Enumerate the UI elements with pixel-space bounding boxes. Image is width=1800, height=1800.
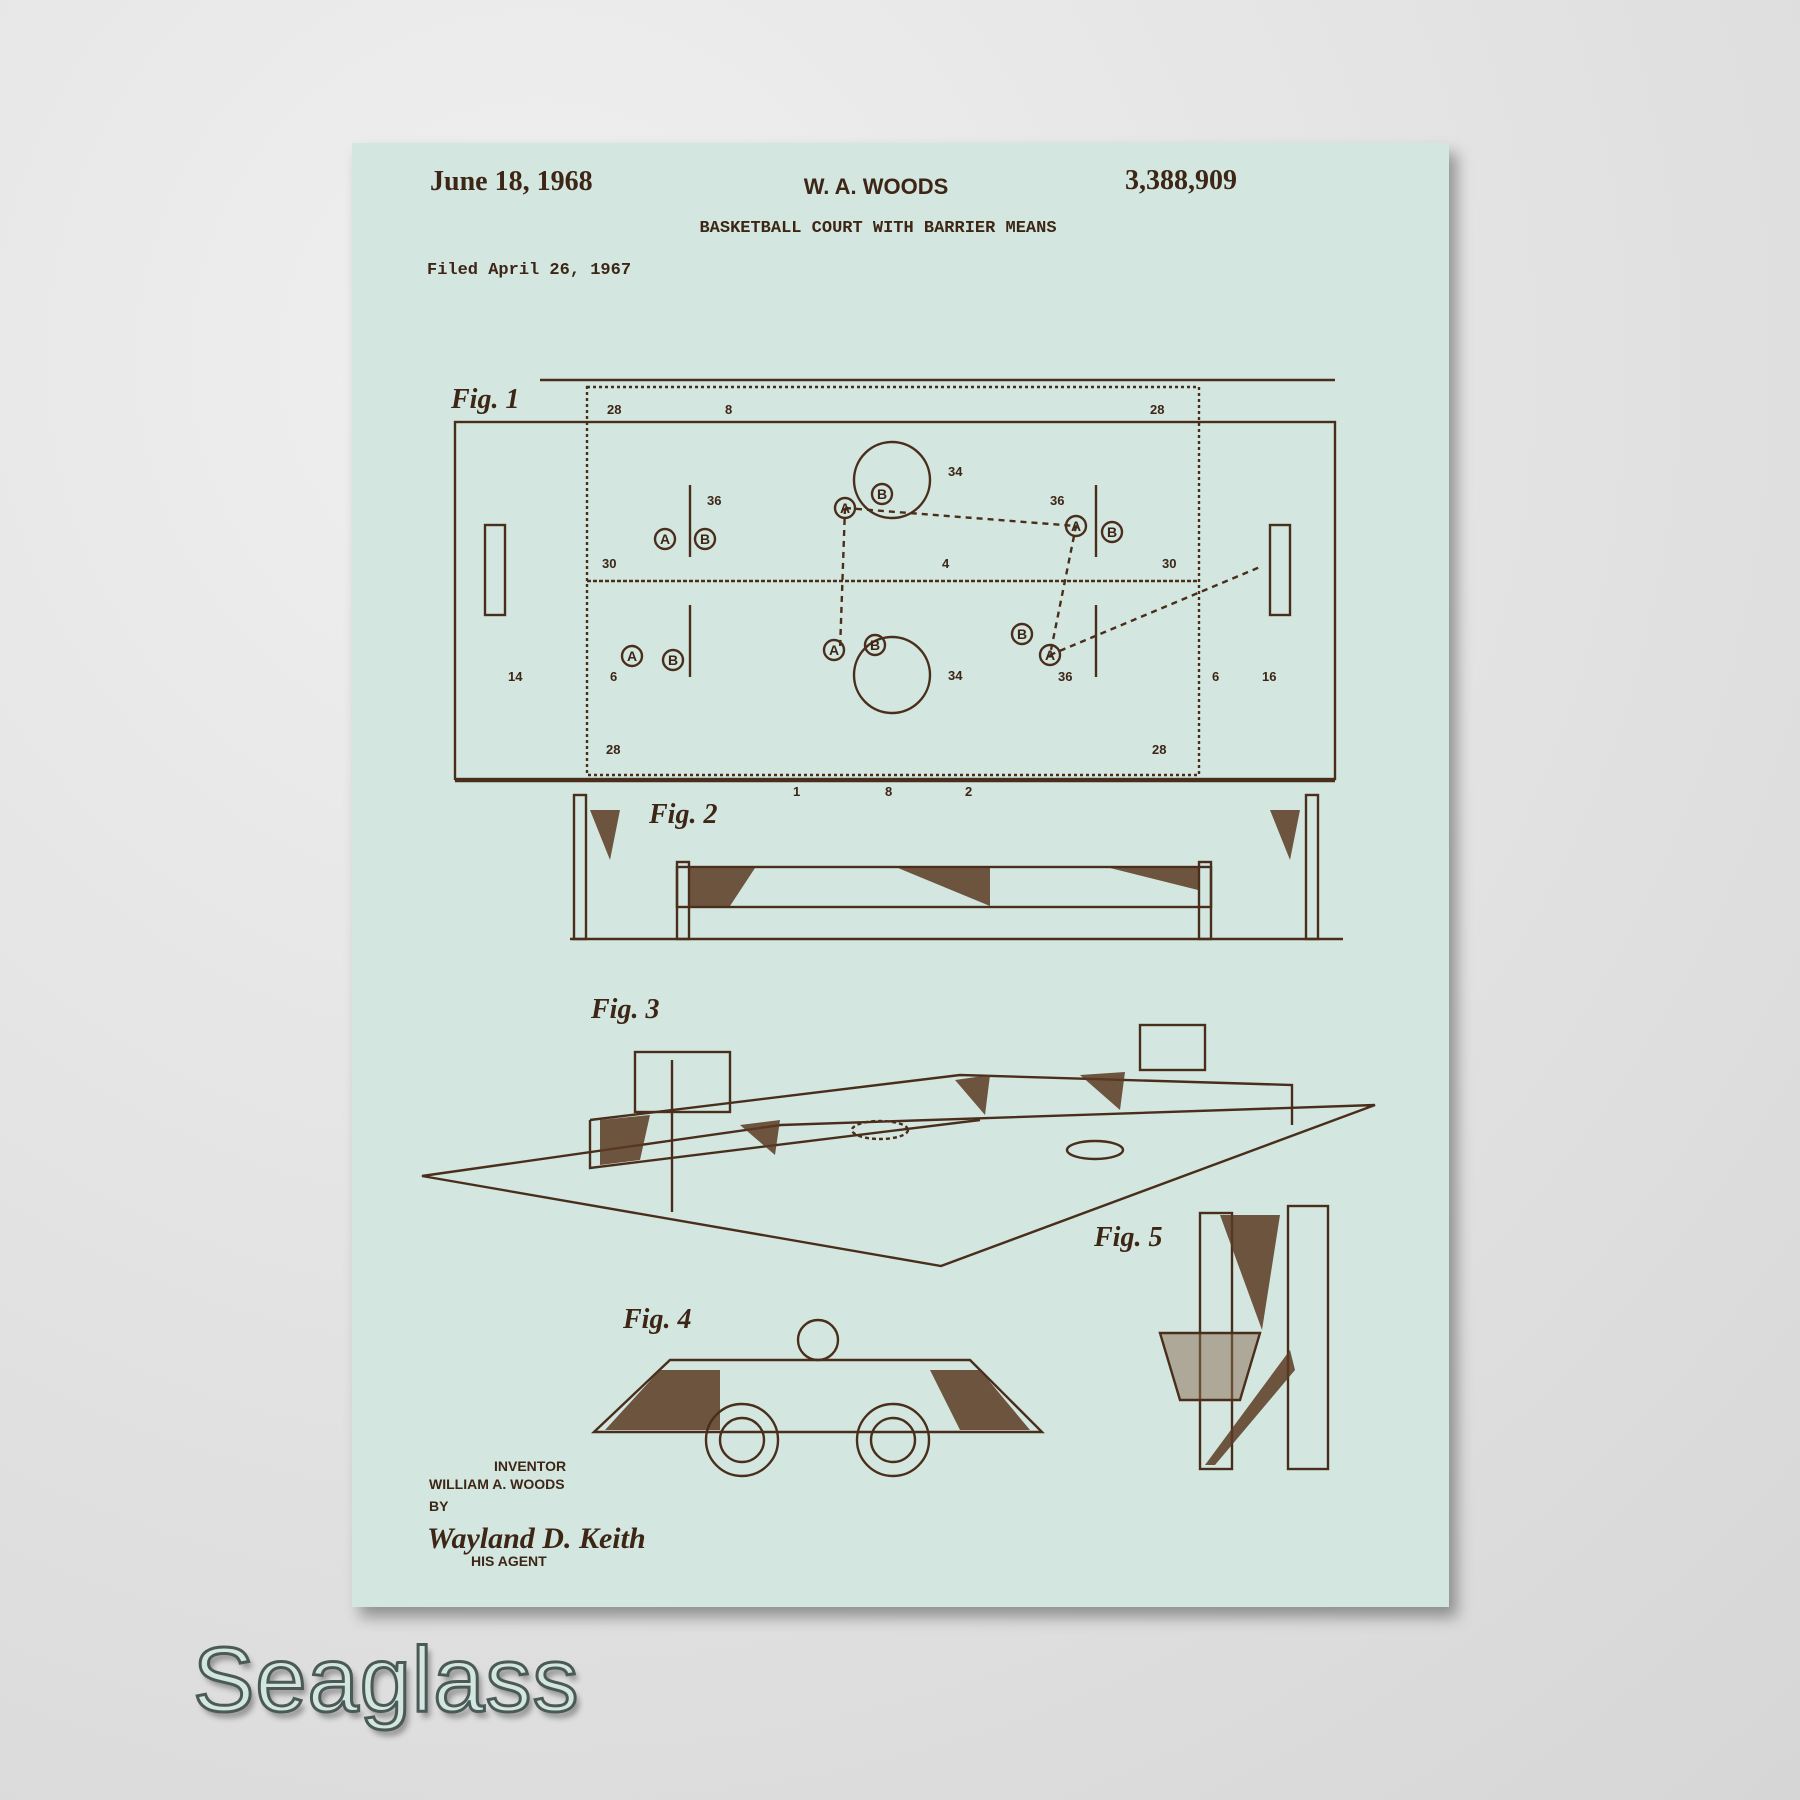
filed-date: Filed April 26, 1967 [427,261,631,280]
inventor-short: W. A. WOODS [804,174,949,199]
patent-number: 3,388,909 [1125,165,1237,196]
brand-label: Seaglass [191,1628,580,1733]
fig3-label: Fig. 3 [590,994,659,1025]
player-b: B [1017,626,1027,642]
ref-numeral: 6 [1212,669,1219,684]
ref-numeral: 6 [610,669,617,684]
patent-date: June 18, 1968 [430,166,593,197]
figure-4-backboard-plan: Fig. 4 [590,1304,1045,1478]
by-label: BY [429,1498,449,1514]
fig5-label: Fig. 5 [1093,1222,1162,1253]
ref-numeral: 8 [725,402,732,417]
player-a: A [1045,647,1055,663]
ref-numeral: 28 [606,742,620,757]
player-b: B [877,486,887,502]
player-a: A [1071,518,1081,534]
player-a: A [840,500,850,516]
player-a: A [660,531,670,547]
ref-numeral: 4 [942,556,950,571]
player-b: B [700,531,710,547]
patent-title: BASKETBALL COURT WITH BARRIER MEANS [699,219,1056,238]
ref-numeral: 8 [885,784,892,799]
fig4-label: Fig. 4 [622,1304,691,1335]
agent-signature: Wayland D. Keith [427,1522,646,1555]
player-b: B [1107,524,1117,540]
player-a: A [829,642,839,658]
ref-numeral: 30 [602,556,616,571]
ref-numeral: 28 [607,402,621,417]
inventor-label: INVENTOR [494,1458,566,1474]
ref-numeral: 30 [1162,556,1176,571]
inventor-block: INVENTOR WILLIAM A. WOODS BY Wayland D. … [427,1458,646,1569]
ref-numeral: 1 [793,784,800,799]
agent-label: HIS AGENT [471,1553,547,1569]
fig1-label: Fig. 1 [450,384,519,415]
ref-numeral: 28 [1152,742,1166,757]
player-a: A [627,648,637,664]
ref-numeral: 36 [707,493,721,508]
figure-1-court-plan: Fig. 1 A B A B A B A B A B A B 28 8 [450,378,1337,799]
ref-numeral: 14 [508,669,523,684]
figure-2-side-elevation: Fig. 2 [570,793,1343,941]
figure-5-hoop-detail: Fig. 5 [1093,1204,1330,1471]
figure-3-perspective: Fig. 3 [421,994,1376,1268]
ref-numeral: 36 [1050,493,1064,508]
inventor-name: WILLIAM A. WOODS [429,1476,565,1492]
ref-numeral: 28 [1150,402,1164,417]
ref-numeral: 36 [1058,669,1072,684]
player-b: B [668,652,678,668]
ref-numeral: 34 [948,464,963,479]
fig2-label: Fig. 2 [648,799,717,830]
ref-numeral: 2 [965,784,972,799]
ref-numeral: 16 [1262,669,1276,684]
ref-numeral: 34 [948,668,963,683]
player-b: B [870,637,880,653]
